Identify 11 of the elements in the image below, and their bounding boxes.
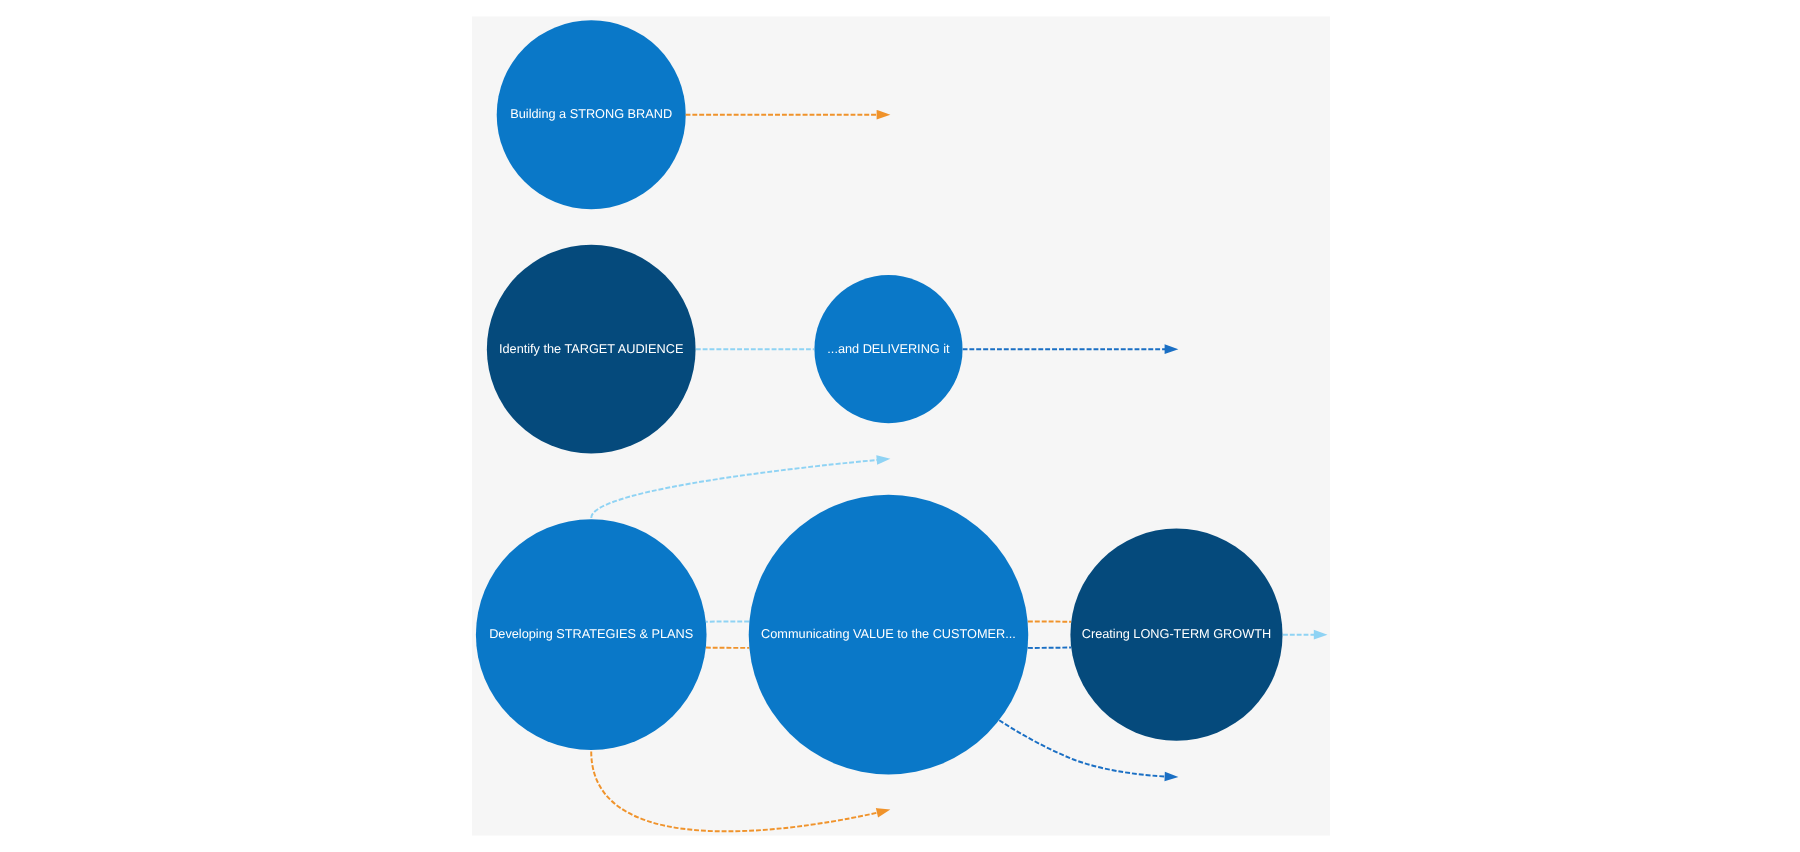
arrow [997,719,1178,782]
connector [693,348,815,351]
connector [703,646,750,649]
arrow [589,455,890,519]
connector [1025,620,1072,623]
arrow [683,109,890,120]
connector [1025,646,1072,649]
connector [703,620,750,623]
arrow [1280,629,1327,640]
arrow [589,750,890,833]
arrow [960,344,1178,354]
